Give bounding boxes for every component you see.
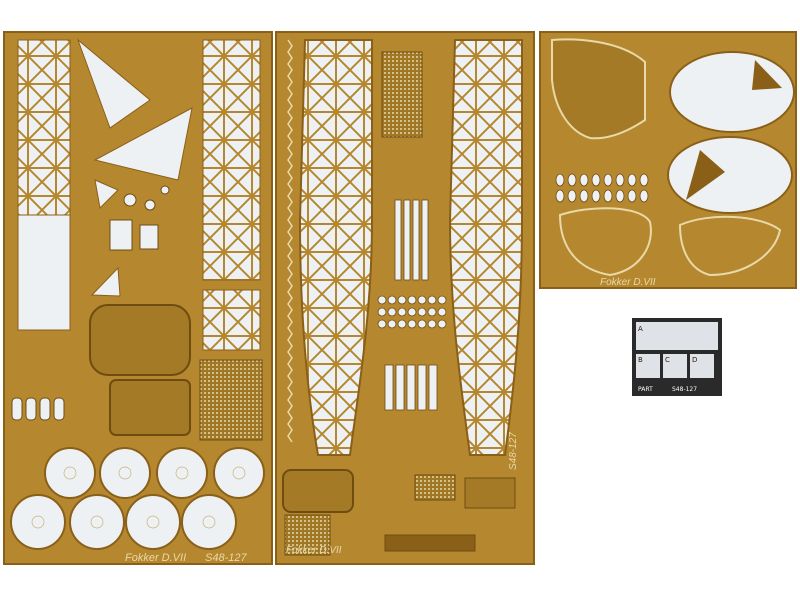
wing-panel — [678, 215, 782, 277]
card-letter-c: C — [665, 356, 670, 364]
fret-label: Fokker D.VII — [600, 277, 656, 288]
fret-label: Fokker D.VII — [286, 545, 342, 556]
name-plate — [384, 534, 476, 552]
triangle-part — [686, 150, 725, 200]
mini-card: A B C D PART S48-127 — [632, 318, 722, 396]
wing-panel — [558, 207, 652, 277]
center-strips — [394, 199, 429, 281]
center-grid — [377, 295, 447, 411]
card-letter-d: D — [692, 356, 697, 364]
triangle-part — [76, 38, 151, 129]
oval-part — [667, 136, 793, 214]
fret-label: Fokker D.VII — [125, 552, 186, 564]
fret-left: Fokker D.VII S48-127 — [3, 31, 273, 565]
fret-right: Fokker D.VII — [539, 31, 797, 289]
small-parts — [555, 173, 649, 203]
lattice-strut-right — [202, 39, 261, 281]
mesh-panel — [199, 359, 263, 441]
small-parts — [11, 185, 170, 421]
wheel-row — [44, 447, 265, 499]
fret-code: S48-127 — [508, 432, 519, 470]
tank-part — [89, 304, 191, 376]
card-letter-b: B — [638, 356, 643, 364]
mesh-panel — [284, 514, 331, 556]
zigzag-strip — [287, 39, 293, 443]
card-letter-a: A — [638, 325, 643, 333]
triangle-part — [93, 107, 193, 181]
panel-part — [282, 469, 354, 513]
rib-right — [448, 39, 523, 456]
fret-middle: Fokker D.VII S48-127 — [275, 31, 535, 565]
panel-part — [464, 477, 516, 509]
card-code: S48-127 — [672, 386, 697, 393]
triangle-part — [94, 179, 119, 210]
fret-code: S48-127 — [205, 552, 247, 564]
panel-part — [109, 379, 191, 436]
mesh-panel — [414, 474, 456, 501]
oval-part — [669, 51, 795, 133]
triangle-part — [90, 266, 121, 297]
wheel-row — [10, 494, 237, 550]
cockpit-panel — [551, 38, 646, 140]
card-brand: PART — [638, 386, 653, 393]
triangle-part — [752, 60, 782, 90]
side-panel — [17, 214, 71, 331]
mesh-panel — [381, 51, 423, 138]
rib-left — [298, 39, 373, 456]
square-panel — [202, 289, 261, 351]
